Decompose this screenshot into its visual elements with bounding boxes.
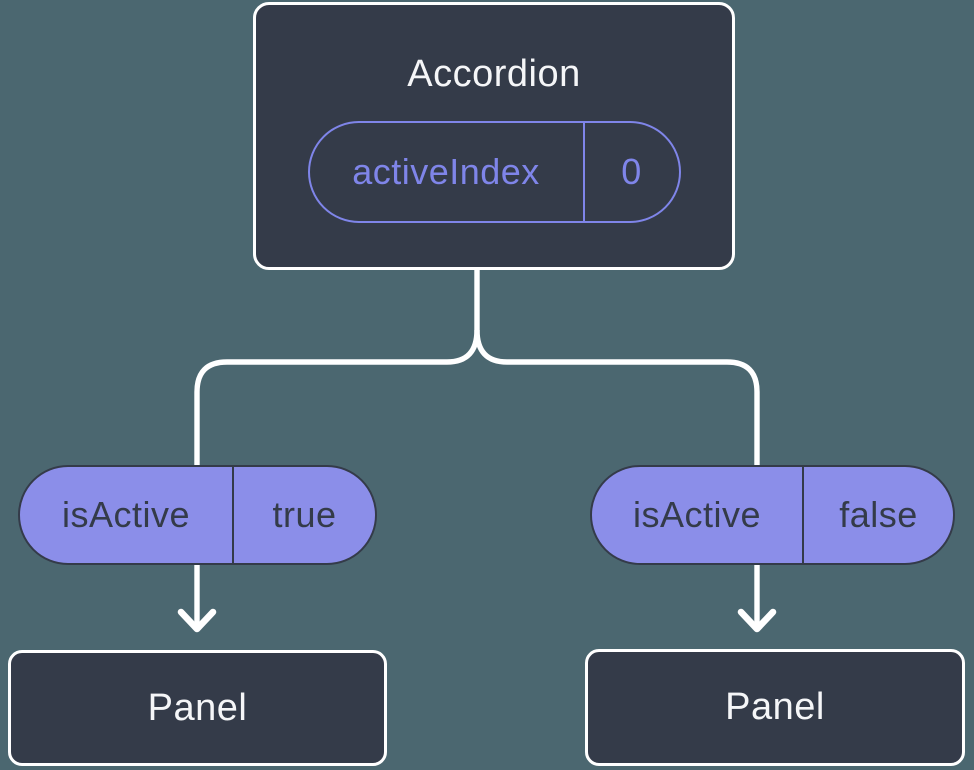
- panel-node-left: Panel: [8, 650, 387, 766]
- activeindex-prop-pill: activeIndex 0: [307, 121, 681, 223]
- prop-value-label: true: [232, 467, 375, 563]
- prop-name-label: isActive: [61, 494, 191, 535]
- prop-value-label: 0: [582, 123, 679, 221]
- arrow-down-icon-right: [737, 608, 777, 633]
- isactive-pill-left: isActive true: [18, 465, 377, 565]
- panel-title: Panel: [147, 686, 248, 729]
- accordion-title: Accordion: [407, 53, 581, 95]
- connector-right-branch: [474, 329, 760, 627]
- arrow-down-icon-left: [177, 608, 217, 633]
- prop-name-label: activeIndex: [352, 151, 540, 192]
- connector-stem-and-left-branch: [194, 262, 480, 627]
- prop-value-label: false: [802, 467, 953, 563]
- isactive-pill-right: isActive false: [590, 465, 955, 565]
- panel-node-right: Panel: [585, 649, 965, 766]
- accordion-node: Accordion activeIndex 0: [253, 2, 735, 270]
- panel-title: Panel: [725, 686, 825, 728]
- prop-name-label: isActive: [632, 494, 762, 535]
